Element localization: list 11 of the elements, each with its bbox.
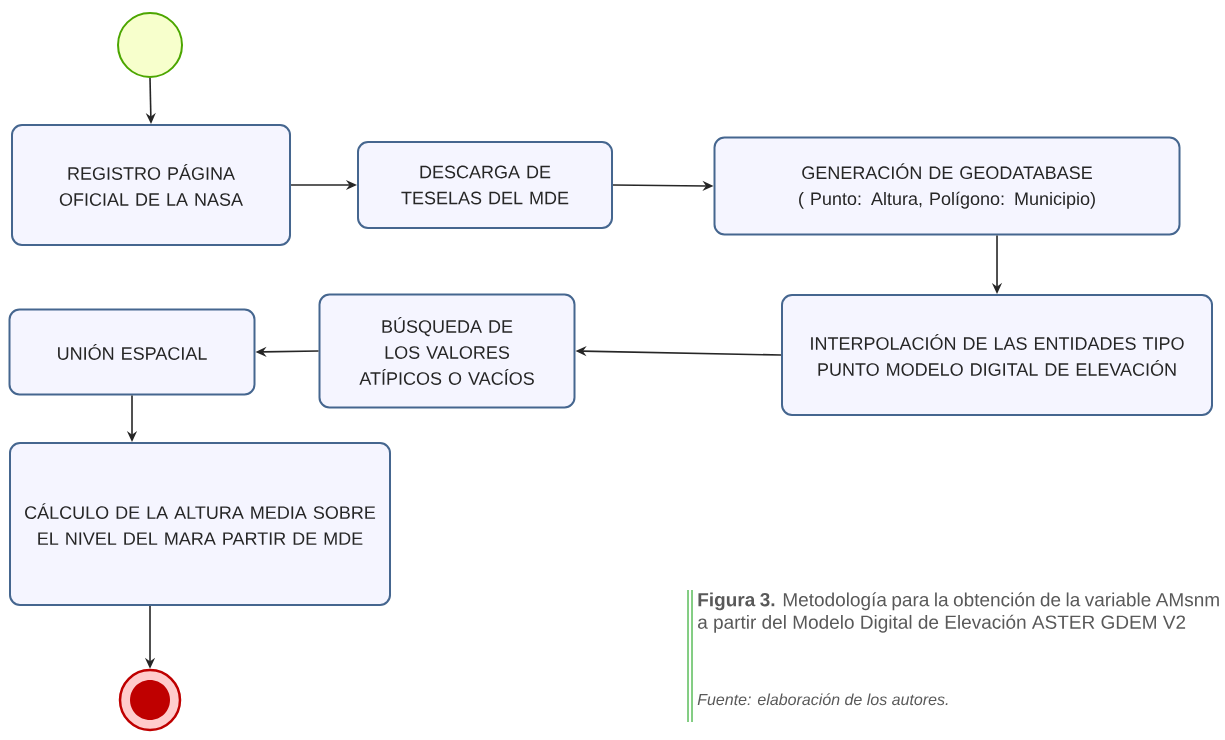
start-circle <box>117 12 183 78</box>
process-box: CÁLCULO DE LA ALTURA MEDIA SOBRE EL NIVEL DEL MARA PARTIR DE MDE <box>9 442 391 606</box>
end-circle <box>118 668 182 732</box>
process-box: REGISTRO PÁGINA OFICIAL DE LA NASA <box>11 124 291 246</box>
caption: Figura 3. Metodología para la obtención de la variable AMsnm a partir del Modelo Digital de Elevación ASTER GDEM V2 <box>698 592 1219 633</box>
process-box: UNIÓN ESPACIAL <box>8 308 256 396</box>
process-box: INTERPOLACIÓN DE LAS ENTIDADES TIPO PUNTO MODELO DIGITAL DE ELEVACIÓN <box>781 294 1213 416</box>
source-note: Fuente: elaboración de los autores. <box>697 693 948 706</box>
process-box: BÚSQUEDA DE LOS VALORES ATÍPICOS O VACÍOS <box>318 293 576 409</box>
process-box: GENERACIÓN DE GEODATABASE ( Punto: Altura, Polígono: Municipio) <box>713 136 1181 236</box>
process-box: DESCARGA DE TESELAS DEL MDE <box>357 141 613 229</box>
